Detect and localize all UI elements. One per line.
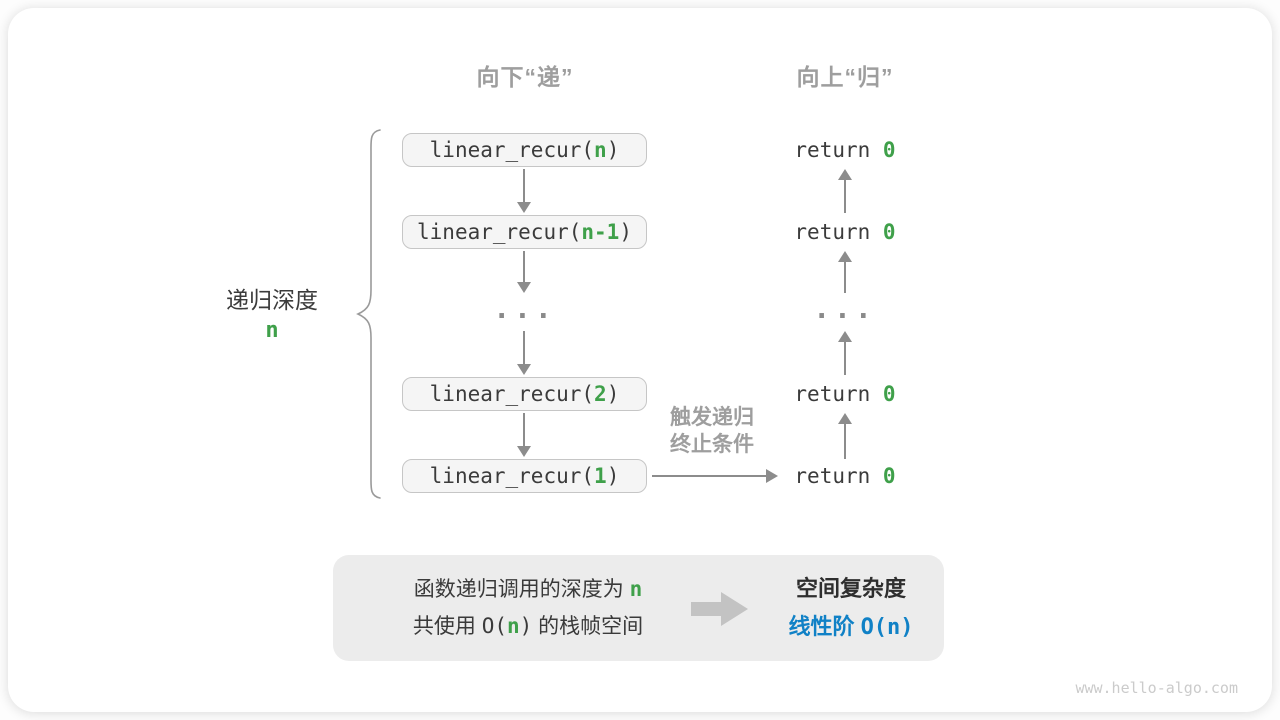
depth-brace-icon xyxy=(356,129,381,499)
code-text: linear_recur( xyxy=(429,382,595,406)
code-arg: 2 xyxy=(594,382,607,406)
code-text: linear_recur( xyxy=(417,220,582,244)
summary-panel: 函数递归调用的深度为 n 共使用 O(n) 的栈帧空间 空间复杂度 线性阶 O(… xyxy=(333,555,944,661)
call-box-1: linear_recur(1) xyxy=(402,459,647,493)
code-text: linear_recur( xyxy=(429,464,595,488)
summary-text: 函数递归调用的深度为 xyxy=(413,578,630,601)
return-value: 0 xyxy=(882,220,896,244)
summary-value: n xyxy=(629,577,643,601)
up-arrow-icon xyxy=(837,413,853,459)
summary-value: n xyxy=(506,614,520,638)
up-arrow-icon xyxy=(837,169,853,213)
summary-line1: 函数递归调用的深度为 n xyxy=(414,571,643,608)
return-statement: return 0 xyxy=(725,137,965,164)
summary-code: O( xyxy=(481,614,507,638)
code-text: ) xyxy=(606,382,620,406)
code-text: ) xyxy=(606,138,620,162)
up-arrow-icon xyxy=(837,331,853,375)
summary-text: 共使用 xyxy=(412,615,482,638)
call-stack-ellipsis: ... xyxy=(493,292,556,325)
code-arg: 1 xyxy=(594,464,607,488)
complexity-result: 线性阶 O(n) xyxy=(788,608,913,647)
down-arrow-icon xyxy=(516,251,532,293)
summary-line2: 共使用 O(n) 的栈帧空间 xyxy=(413,608,643,645)
return-statement: return 0 xyxy=(725,219,965,246)
complexity-order: 线性阶 xyxy=(788,613,861,639)
return-value: 0 xyxy=(882,138,896,162)
down-arrow-icon xyxy=(516,169,532,213)
summary-description: 函数递归调用的深度为 n 共使用 O(n) 的栈帧空间 xyxy=(363,555,693,661)
base-case-label: 触发递归 终止条件 xyxy=(636,404,788,458)
right-arrow-icon xyxy=(652,468,778,484)
summary-code: ) xyxy=(519,614,533,638)
base-case-line1: 触发递归 xyxy=(670,406,754,429)
code-text: return xyxy=(794,382,883,406)
down-arrow-icon xyxy=(516,413,532,457)
watermark: www.hello-algo.com xyxy=(1075,679,1238,697)
return-value: 0 xyxy=(882,464,896,488)
code-text: ) xyxy=(606,464,620,488)
return-ellipsis: ... xyxy=(813,292,876,325)
depth-value: n xyxy=(265,318,279,343)
depth-label: 递归深度 xyxy=(226,287,318,313)
header-ascend: 向上“归” xyxy=(796,64,894,90)
code-text: return xyxy=(794,138,883,162)
call-box-n: linear_recur(n) xyxy=(402,133,647,167)
return-value: 0 xyxy=(882,382,896,406)
call-box-n-1: linear_recur(n-1) xyxy=(402,215,647,249)
code-text: linear_recur( xyxy=(429,138,595,162)
header-descend: 向下“递” xyxy=(476,64,574,90)
summary-conclusion: 空间复杂度 线性阶 O(n) xyxy=(765,555,937,661)
complexity-notation: O(n) xyxy=(860,614,914,640)
return-statement: return 0 xyxy=(725,381,965,408)
base-case-line2: 终止条件 xyxy=(670,433,754,456)
call-box-2: linear_recur(2) xyxy=(402,377,647,411)
code-text: return xyxy=(794,464,883,488)
code-text: return xyxy=(794,220,883,244)
code-arg: n-1 xyxy=(581,220,620,244)
implies-arrow-icon xyxy=(691,592,748,626)
down-arrow-icon xyxy=(516,331,532,375)
return-statement: return 0 xyxy=(725,463,965,490)
summary-text: 的栈帧空间 xyxy=(532,615,644,638)
up-arrow-icon xyxy=(837,251,853,293)
code-arg: n xyxy=(594,138,607,162)
code-text: ) xyxy=(619,220,632,244)
complexity-title: 空间复杂度 xyxy=(795,575,906,601)
